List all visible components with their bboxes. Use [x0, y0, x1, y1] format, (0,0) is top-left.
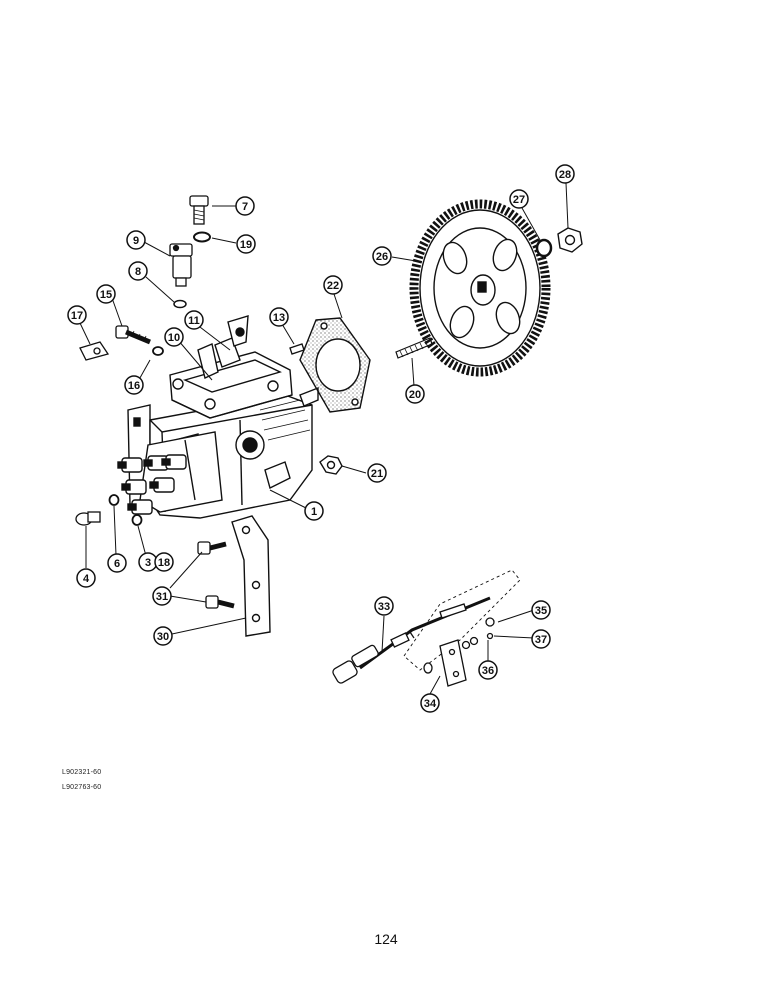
svg-text:19: 19	[240, 239, 252, 251]
svg-text:26: 26	[376, 251, 388, 263]
callout-31: 31	[152, 586, 172, 606]
gear-nut-28-drawing	[557, 227, 583, 253]
callout-15: 15	[96, 284, 116, 304]
svg-text:13: 13	[273, 312, 285, 324]
key-13-drawing	[289, 343, 305, 355]
svg-text:22: 22	[327, 280, 339, 292]
callout-6: 6	[107, 553, 127, 573]
lock-washer-27-drawing	[535, 238, 553, 258]
callout-27: 27	[509, 189, 529, 209]
plug-bolt-4-drawing	[75, 511, 101, 526]
svg-text:17: 17	[71, 310, 83, 322]
svg-text:28: 28	[559, 169, 571, 181]
page-number: 124	[374, 931, 398, 947]
svg-text:36: 36	[482, 665, 494, 677]
svg-text:34: 34	[424, 698, 437, 710]
callout-22: 22	[323, 275, 343, 295]
svg-text:7: 7	[242, 201, 248, 213]
svg-text:30: 30	[157, 631, 169, 643]
o-ring-8-drawing	[173, 299, 187, 309]
reference-code-2: L902763-60	[62, 784, 102, 791]
injection-pump-drawing	[117, 315, 319, 519]
plate-34-drawing	[423, 639, 467, 687]
washer-16-drawing	[152, 346, 164, 356]
svg-text:27: 27	[513, 194, 525, 206]
callout-10: 10	[164, 327, 184, 347]
callout-13: 13	[269, 307, 289, 327]
throttle-cable-33-drawing	[332, 569, 521, 684]
svg-text:18: 18	[158, 557, 170, 569]
callout-1: 1	[304, 501, 324, 521]
callout-21: 21	[367, 463, 387, 483]
callout-17: 17	[67, 305, 87, 325]
svg-text:21: 21	[371, 468, 383, 480]
bracket-bolts-31-drawing	[197, 541, 235, 609]
solenoid-drawing	[169, 243, 193, 287]
washer-6-drawing	[108, 494, 120, 506]
svg-text:20: 20	[409, 389, 421, 401]
callout-33: 33	[374, 596, 394, 616]
callout-4: 4	[76, 568, 96, 588]
svg-text:3: 3	[145, 557, 151, 569]
leader-lines	[79, 182, 569, 695]
svg-text:31: 31	[156, 591, 168, 603]
small-fasteners-drawing	[461, 617, 495, 650]
callout-19: 19	[236, 234, 256, 254]
washer-19-drawing	[193, 231, 211, 243]
svg-text:6: 6	[114, 558, 120, 570]
svg-text:10: 10	[168, 332, 180, 344]
svg-text:35: 35	[535, 605, 547, 617]
callout-26: 26	[372, 246, 392, 266]
callout-18: 18	[154, 552, 174, 572]
svg-text:1: 1	[311, 506, 317, 518]
svg-text:9: 9	[133, 235, 139, 247]
svg-text:37: 37	[535, 634, 547, 646]
callout-7: 7	[235, 196, 255, 216]
callout-28: 28	[555, 164, 575, 184]
clip-17-drawing	[79, 341, 110, 361]
washer-3-drawing	[131, 514, 143, 526]
svg-text:16: 16	[128, 380, 140, 392]
svg-text:11: 11	[188, 315, 200, 327]
callout-8: 8	[128, 261, 148, 281]
callout-35: 35	[531, 600, 551, 620]
callout-11: 11	[184, 310, 204, 330]
callout-30: 30	[153, 626, 173, 646]
callout-20: 20	[405, 384, 425, 404]
svg-text:4: 4	[83, 573, 90, 585]
drive-gear-drawing	[409, 199, 551, 377]
nut-21-drawing	[319, 455, 343, 475]
banjo-bolt-drawing	[189, 195, 209, 225]
screw-15-drawing	[115, 325, 151, 345]
callout-16: 16	[124, 375, 144, 395]
svg-text:8: 8	[135, 266, 141, 278]
svg-text:33: 33	[378, 601, 390, 613]
callout-9: 9	[126, 230, 146, 250]
reference-code-1: L902321-60	[62, 769, 102, 776]
callout-37: 37	[531, 629, 551, 649]
callout-36: 36	[478, 660, 498, 680]
svg-text:15: 15	[100, 289, 112, 301]
callout-34: 34	[420, 693, 440, 713]
gasket-22-drawing	[299, 317, 371, 413]
bracket-30-drawing	[231, 515, 271, 637]
